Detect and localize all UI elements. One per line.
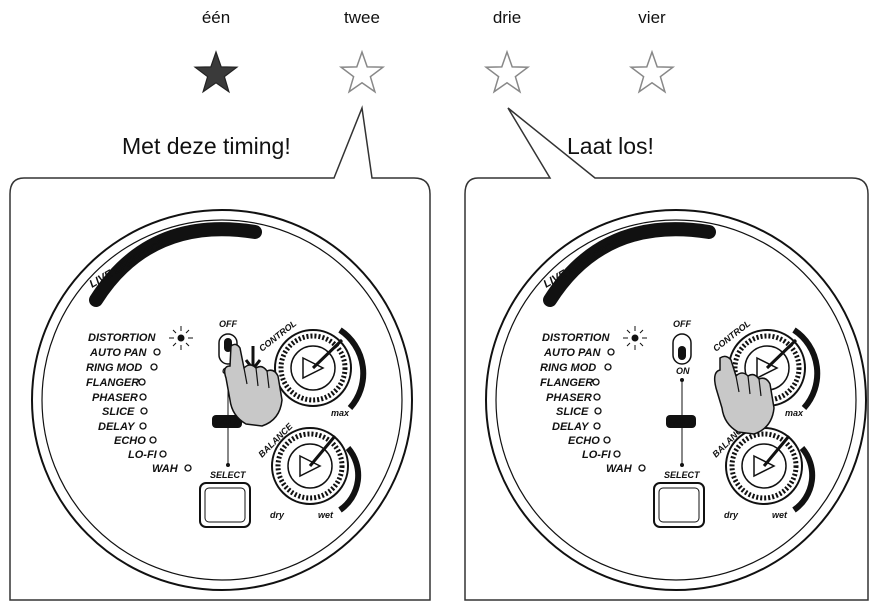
beat-label-3: drie: [492, 8, 522, 27]
effect-label: FLANGER: [86, 377, 139, 389]
effect-label: DISTORTION: [542, 332, 610, 344]
beat-label-2: twee: [344, 8, 380, 27]
effect-label: LO-FI: [128, 449, 158, 461]
effect-label: PHASER: [546, 392, 592, 404]
beat-star-1-icon: [194, 51, 238, 93]
right-switch-off-label: OFF: [673, 319, 691, 329]
left-select-label: SELECT: [210, 470, 247, 480]
effect-label: SLICE: [556, 406, 589, 418]
left-hand-icon: [223, 343, 283, 427]
right-dry-label: dry: [724, 510, 739, 520]
left-wet-label: wet: [318, 510, 334, 520]
effect-label: SLICE: [102, 406, 135, 418]
right-max-label: max: [785, 408, 804, 418]
callout-right-text: Laat los!: [567, 133, 654, 159]
beat-label-4: vier: [638, 8, 666, 27]
effect-label: DELAY: [98, 421, 136, 433]
left-dry-label: dry: [270, 510, 285, 520]
effect-label: WAH: [152, 463, 179, 475]
left-switch-off-label: OFF: [219, 319, 237, 329]
effect-label: DISTORTION: [88, 332, 156, 344]
left-select-button[interactable]: [199, 482, 251, 528]
beat-star-4-icon: [630, 51, 674, 93]
right-select-label: SELECT: [664, 470, 701, 480]
effect-label: LO-FI: [582, 449, 612, 461]
left-max-label: max: [331, 408, 350, 418]
effect-label: AUTO PAN: [543, 347, 601, 359]
effect-label: AUTO PAN: [89, 347, 147, 359]
effect-label: PHASER: [92, 392, 138, 404]
left-effect-list: DISTORTION AUTO PAN RING MOD FLANGER PHA…: [86, 326, 193, 475]
callout-left-text: Met deze timing!: [122, 133, 291, 159]
effect-label: RING MOD: [86, 362, 142, 374]
distortion-led-lit-icon: [623, 326, 647, 350]
right-select-button[interactable]: [653, 482, 705, 528]
effect-label: ECHO: [114, 435, 146, 447]
effect-label: DELAY: [552, 421, 590, 433]
right-switch-on-label: ON: [676, 366, 690, 376]
effect-label: ECHO: [568, 435, 600, 447]
effect-label: FLANGER: [540, 377, 593, 389]
beat-star-3-icon: [485, 51, 529, 93]
effect-label: WAH: [606, 463, 633, 475]
left-hold-label: HOLD: [215, 417, 241, 427]
right-hold-label: HOLD: [669, 417, 695, 427]
right-effect-list: DISTORTION AUTO PAN RING MOD FLANGER PHA…: [540, 326, 647, 475]
effect-label: RING MOD: [540, 362, 596, 374]
right-hand-icon: [713, 355, 775, 435]
beat-label-1: één: [201, 8, 231, 27]
distortion-led-lit-icon: [169, 326, 193, 350]
beat-star-2-icon: [340, 51, 384, 93]
right-wet-label: wet: [772, 510, 788, 520]
